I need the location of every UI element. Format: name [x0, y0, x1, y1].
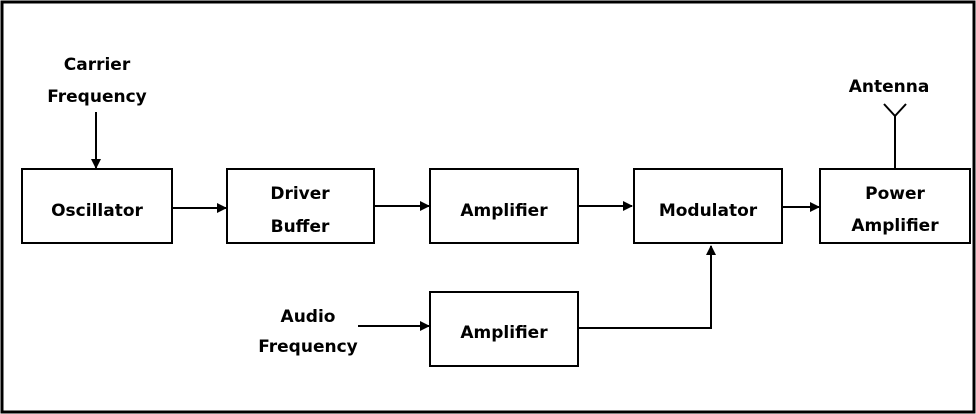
- power-amplifier-block: Power Amplifier: [819, 168, 971, 244]
- carrier-frequency-label-line2: Frequency: [47, 87, 147, 107]
- modulator-block: Modulator: [633, 168, 783, 244]
- oscillator-block: Oscillator: [21, 168, 173, 244]
- amplifier-bottom-label: Amplifier: [460, 323, 548, 343]
- oscillator-label: Oscillator: [51, 201, 143, 221]
- amplifier-to-modulator-feed-arrow: [578, 245, 716, 329]
- audio-frequency-label-line1: Audio: [281, 307, 336, 327]
- amplifier-bottom-block: Amplifier: [429, 291, 579, 367]
- driver-buffer-block: Driver Buffer: [226, 168, 375, 244]
- amplifier-top-label: Amplifier: [460, 201, 548, 221]
- driver-buffer-label-line1: Driver: [270, 184, 330, 204]
- antenna-icon: [883, 103, 907, 168]
- antenna-label: Antenna: [849, 77, 930, 97]
- driver-buffer-label-line2: Buffer: [271, 217, 330, 237]
- modulator-label: Modulator: [659, 201, 758, 221]
- carrier-frequency-label-line1: Carrier: [64, 55, 131, 75]
- amplifier-top-block: Amplifier: [429, 168, 579, 244]
- audio-frequency-label-line2: Frequency: [258, 337, 358, 357]
- power-amplifier-label-line1: Power: [865, 184, 925, 204]
- power-amplifier-label-line2: Amplifier: [851, 216, 939, 236]
